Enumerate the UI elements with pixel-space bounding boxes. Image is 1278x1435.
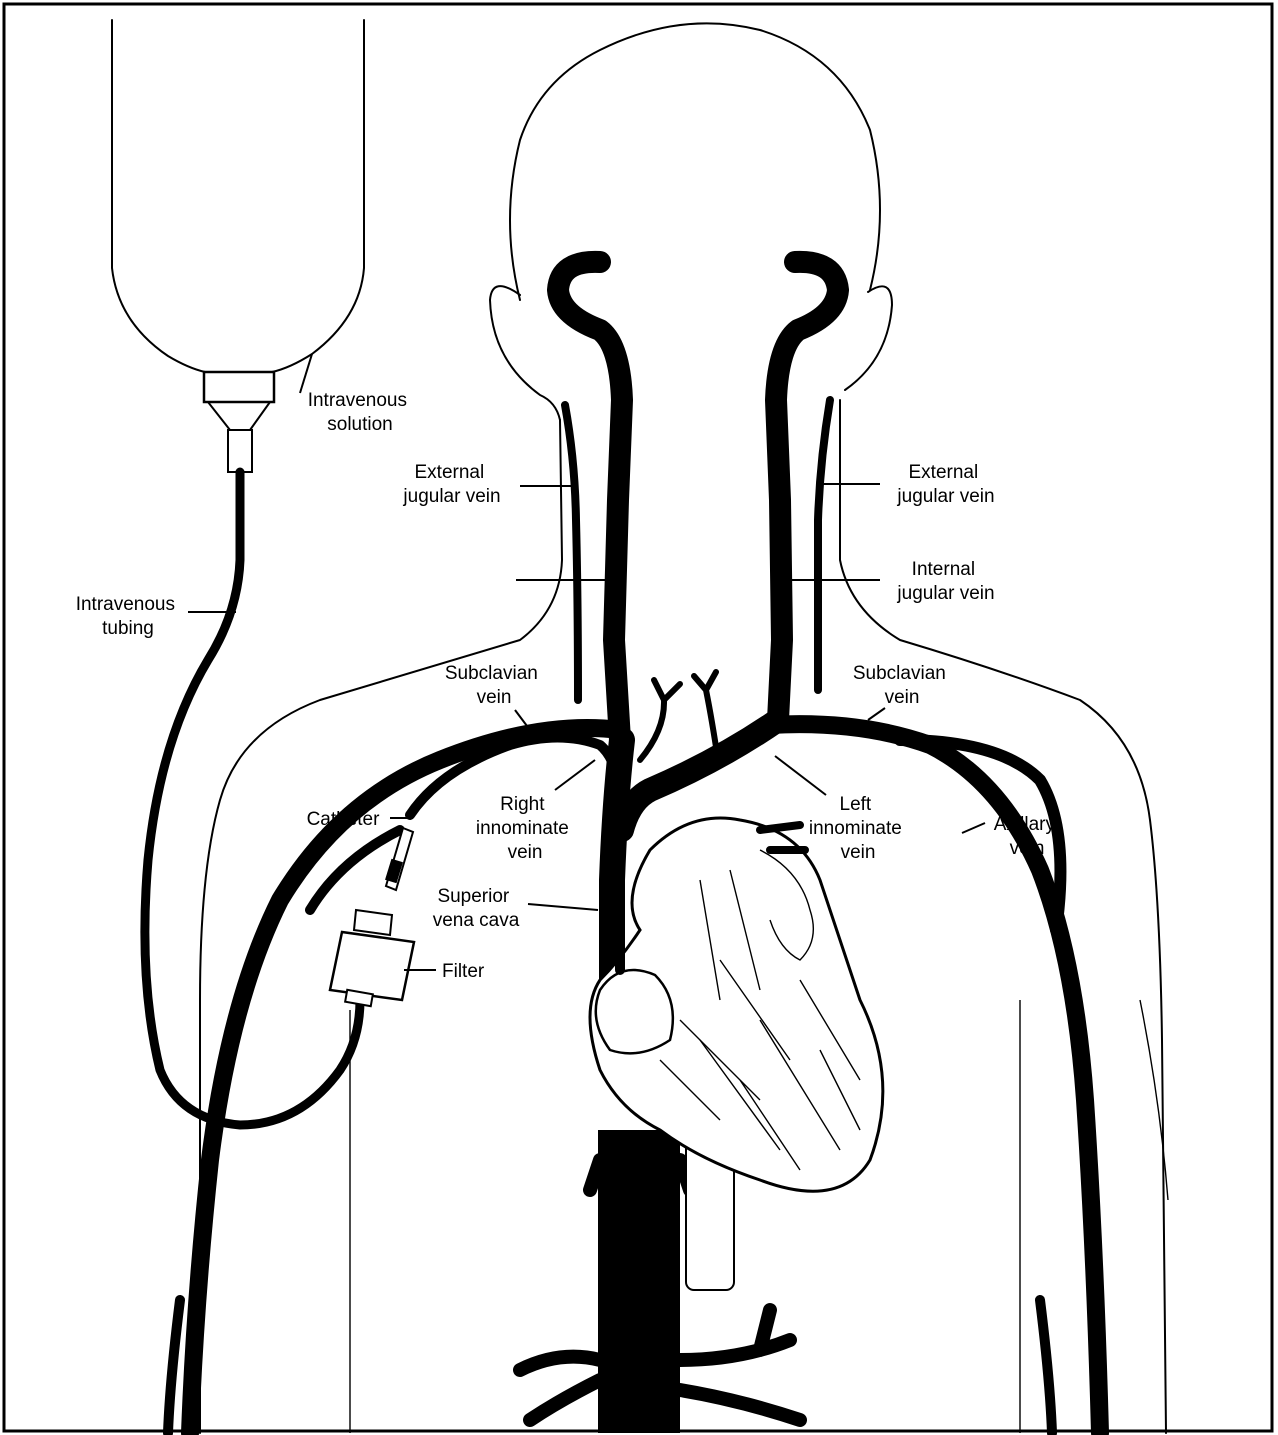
label-intravenous-tubing: Intravenous tubing: [76, 594, 181, 639]
label-filter: Filter: [442, 961, 485, 982]
label-leaders: [188, 354, 985, 970]
label-external-jugular-vein-right: External jugular vein: [402, 462, 500, 507]
body-outline: [200, 23, 1168, 1433]
iv-tubing: [145, 472, 360, 1125]
venous-system: [168, 262, 1100, 1433]
label-external-jugular-vein-left: External jugular vein: [896, 462, 994, 507]
label-right-innominate-vein: Right innominate vein: [476, 794, 574, 863]
label-subclavian-vein-left: Subclavian vein: [853, 663, 951, 708]
label-superior-vena-cava: Superior vena cava: [433, 886, 520, 931]
label-catheter: Catheter: [307, 809, 381, 830]
filter: [330, 910, 414, 1006]
label-internal-jugular-vein: Internal jugular vein: [896, 559, 994, 604]
label-left-innominate-vein: Left innominate vein: [809, 794, 907, 863]
label-intravenous-solution: Intravenous solution: [308, 390, 413, 435]
label-subclavian-vein-right: Subclavian vein: [445, 663, 543, 708]
